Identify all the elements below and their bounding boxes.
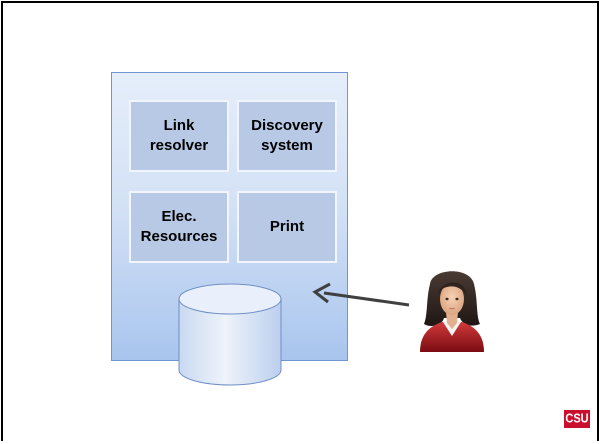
module-link-resolver: Link resolver xyxy=(129,100,229,172)
module-link-resolver-label: Link resolver xyxy=(149,117,209,154)
user-icon xyxy=(420,271,484,352)
system-container: Link resolver Discovery system Elec. Res… xyxy=(111,72,348,361)
module-print: Print xyxy=(237,191,337,263)
module-elec-resources: Elec. Resources xyxy=(129,191,229,263)
module-print-label: Print xyxy=(269,218,305,235)
module-discovery-system: Discovery system xyxy=(237,100,337,172)
module-discovery-system-label: Discovery system xyxy=(251,117,323,154)
csu-logo-text: CSU xyxy=(565,411,589,427)
csu-logo: CSU xyxy=(564,410,590,428)
module-elec-resources-label: Elec. Resources xyxy=(140,208,218,245)
